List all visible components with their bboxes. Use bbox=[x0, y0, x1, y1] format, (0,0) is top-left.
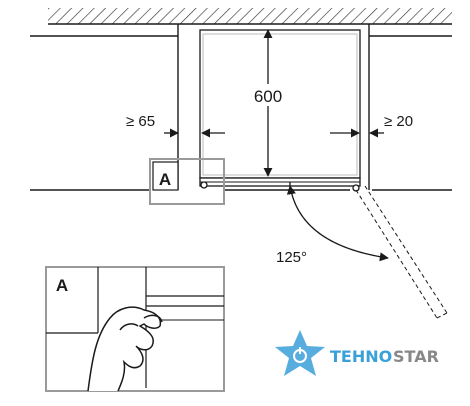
brand-logo: TEHNO STAR bbox=[275, 330, 439, 376]
hand-icon bbox=[87, 306, 163, 392]
open-door-dashed bbox=[355, 185, 448, 319]
left-clearance-label: ≥ 65 bbox=[126, 113, 155, 130]
angle-label: 125° bbox=[276, 249, 307, 266]
detail-marker-label: A bbox=[159, 170, 171, 189]
appliance-body bbox=[199, 29, 361, 192]
brand-text-part2: STAR bbox=[393, 347, 439, 366]
height-label: 600 bbox=[254, 87, 282, 106]
height-dimension bbox=[250, 29, 290, 177]
detail-marker-box bbox=[149, 158, 225, 205]
detail-inset bbox=[45, 266, 225, 392]
angle-arc bbox=[286, 182, 389, 262]
right-clearance-label: ≥ 20 bbox=[384, 113, 413, 130]
detail-inset-label: A bbox=[56, 276, 68, 295]
ceiling-hatch bbox=[48, 8, 452, 25]
brand-text-part1: TEHNO bbox=[330, 347, 392, 366]
